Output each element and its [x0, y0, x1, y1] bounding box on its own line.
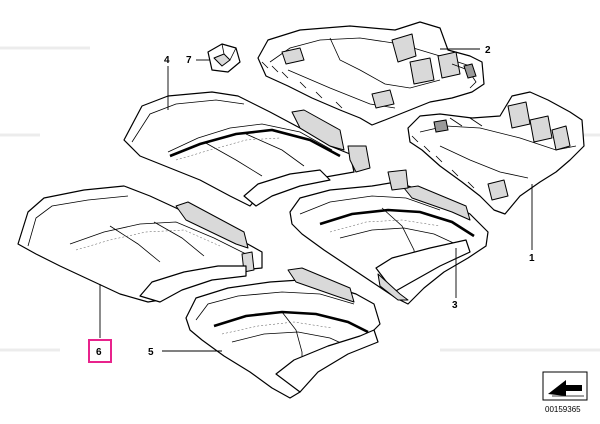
diagram-number: 00159365	[545, 405, 581, 414]
arrow-icon	[542, 371, 588, 401]
watermark	[0, 46, 600, 352]
part-3-seat-cushion[interactable]	[289, 169, 489, 305]
part-6-seat-cover[interactable]	[17, 185, 263, 303]
callout-6: 6	[96, 347, 102, 358]
part-5-seat-cover[interactable]	[185, 267, 381, 399]
part-1-seat-frame[interactable]	[407, 91, 585, 215]
callout-2: 2	[485, 45, 491, 56]
callout-6-highlight	[88, 339, 112, 363]
part-2-seat-frame[interactable]	[257, 21, 485, 126]
callout-3: 3	[452, 300, 458, 311]
leader-lines	[99, 48, 533, 352]
callout-4: 4	[164, 55, 170, 66]
part-7-clip[interactable]	[207, 43, 241, 73]
callout-labels: 4 7 2 1 3 5 6	[88, 45, 535, 363]
part-4-seat-cushion[interactable]	[123, 91, 371, 207]
callout-7: 7	[186, 55, 192, 66]
callout-1: 1	[529, 253, 535, 264]
callout-5: 5	[148, 347, 154, 358]
